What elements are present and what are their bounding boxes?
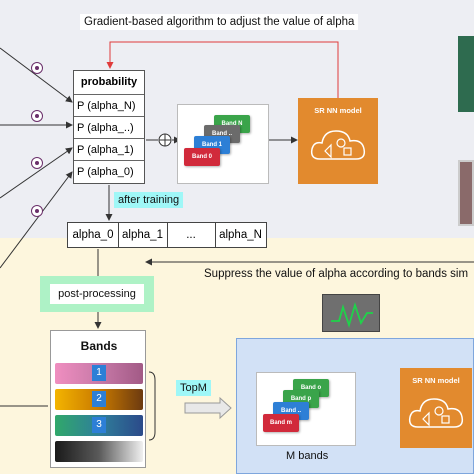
- cropped-image: [458, 160, 474, 226]
- band-bar: [55, 441, 143, 462]
- band-number: 1: [92, 365, 106, 381]
- sr-nn-model: SR NN model: [298, 98, 378, 184]
- alpha-cell: alpha_1: [118, 223, 168, 247]
- cloud-icon: [408, 398, 464, 428]
- after-training-label: after training: [114, 192, 184, 208]
- topm-label: TopM: [176, 380, 211, 396]
- probability-row: P (alpha_N): [74, 94, 144, 116]
- cropped-image: [458, 36, 474, 112]
- probability-table: probability P (alpha_N) P (alpha_..) P (…: [73, 70, 145, 184]
- band-card: Band m: [263, 414, 299, 432]
- alpha-values-row: alpha_0 alpha_1 ... alpha_N: [67, 222, 267, 248]
- band-number: 3: [92, 417, 106, 433]
- probability-header: probability: [80, 76, 138, 88]
- band-card: Band 0: [184, 148, 220, 166]
- suppress-text: Suppress the value of alpha according to…: [204, 268, 469, 280]
- input-node-icon: [31, 157, 43, 169]
- cloud-icon: [310, 130, 366, 160]
- post-processing-label: post-processing: [50, 284, 144, 304]
- gradient-title: Gradient-based algorithm to adjust the v…: [80, 14, 359, 30]
- bands-title: Bands: [80, 339, 118, 353]
- input-node-icon: [31, 110, 43, 122]
- band-bar: 2: [55, 389, 143, 410]
- band-number: 2: [92, 391, 106, 407]
- sr-model-label: SR NN model: [314, 106, 362, 115]
- probability-row: P (alpha_1): [74, 138, 144, 160]
- band-bar: 3: [55, 415, 143, 436]
- alpha-cell: ...: [167, 223, 216, 247]
- weighted-band-stack: Band N Band .. Band 1 Band 0: [177, 104, 269, 184]
- signal-monitor-icon: [322, 294, 380, 332]
- alpha-cell: alpha_N: [219, 229, 262, 241]
- alpha-cell: alpha_0: [68, 223, 119, 247]
- selected-band-stack: Band o Band p Band .. Band m: [256, 372, 356, 446]
- signal-wave-icon: [331, 302, 373, 328]
- sr-model-label: SR NN model: [412, 376, 460, 385]
- sr-nn-model: SR NN model: [400, 368, 472, 448]
- probability-row: P (alpha_0): [74, 160, 144, 182]
- input-node-icon: [31, 205, 43, 217]
- input-node-icon: [31, 62, 43, 74]
- probability-row: P (alpha_..): [74, 116, 144, 138]
- bands-panel: Bands 1 2 3: [50, 330, 146, 468]
- m-bands-label: M bands: [286, 450, 329, 462]
- band-bar: 1: [55, 363, 143, 384]
